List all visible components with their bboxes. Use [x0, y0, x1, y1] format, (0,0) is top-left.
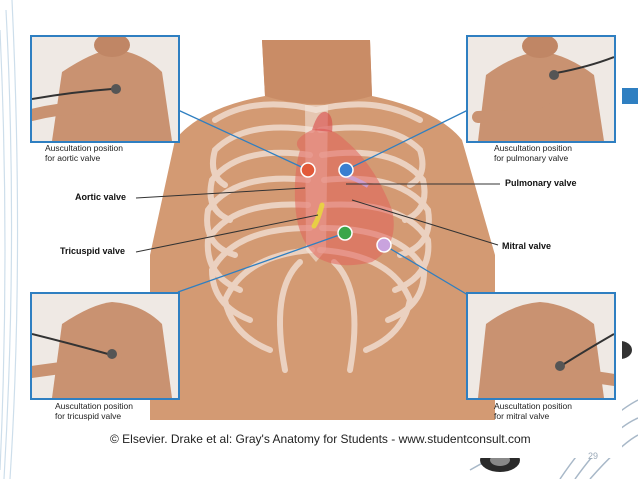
photo-aortic-position: [30, 35, 180, 143]
photo-tricuspid-position: [30, 292, 180, 400]
leader-aortic-photo: [177, 109, 309, 171]
leader-mitral-label: [351, 199, 499, 246]
label-pulmonary-valve: Pulmonary valve: [505, 178, 577, 188]
stethoscope-icon: [111, 84, 121, 94]
caption-mitral-position: Auscultation position for mitral valve: [494, 401, 572, 421]
leader-tricuspid-label: [135, 214, 319, 253]
heart: [294, 128, 394, 266]
leader-aortic-label: [135, 187, 306, 199]
photo-mitral-position: [466, 292, 616, 400]
leader-mitral-photo: [383, 244, 469, 296]
leader-tricuspid-photo: [177, 232, 346, 293]
page-number: 29: [588, 451, 599, 461]
mitral-dot: [376, 237, 392, 253]
tricuspid-dot: [337, 225, 353, 241]
credit-line: © Elsevier. Drake et al: Gray's Anatomy …: [110, 432, 531, 446]
caption-tricuspid-position: Auscultation position for tricuspid valv…: [55, 401, 133, 421]
pulmonary-dot: [338, 162, 354, 178]
label-aortic-valve: Aortic valve: [75, 192, 127, 202]
caption-aortic-position: Auscultation position for aortic valve: [45, 143, 123, 163]
label-tricuspid-valve: Tricuspid valve: [60, 246, 126, 256]
stethoscope-icon: [107, 349, 117, 359]
photo-pulmonary-position: [466, 35, 616, 143]
label-mitral-valve: Mitral valve: [502, 241, 552, 251]
stethoscope-icon: [549, 70, 559, 80]
caption-pulmonary-position: Auscultation position for pulmonary valv…: [494, 143, 572, 163]
stethoscope-icon: [555, 361, 565, 371]
leader-pulmonary-photo: [345, 109, 469, 171]
aortic-dot: [300, 162, 316, 178]
